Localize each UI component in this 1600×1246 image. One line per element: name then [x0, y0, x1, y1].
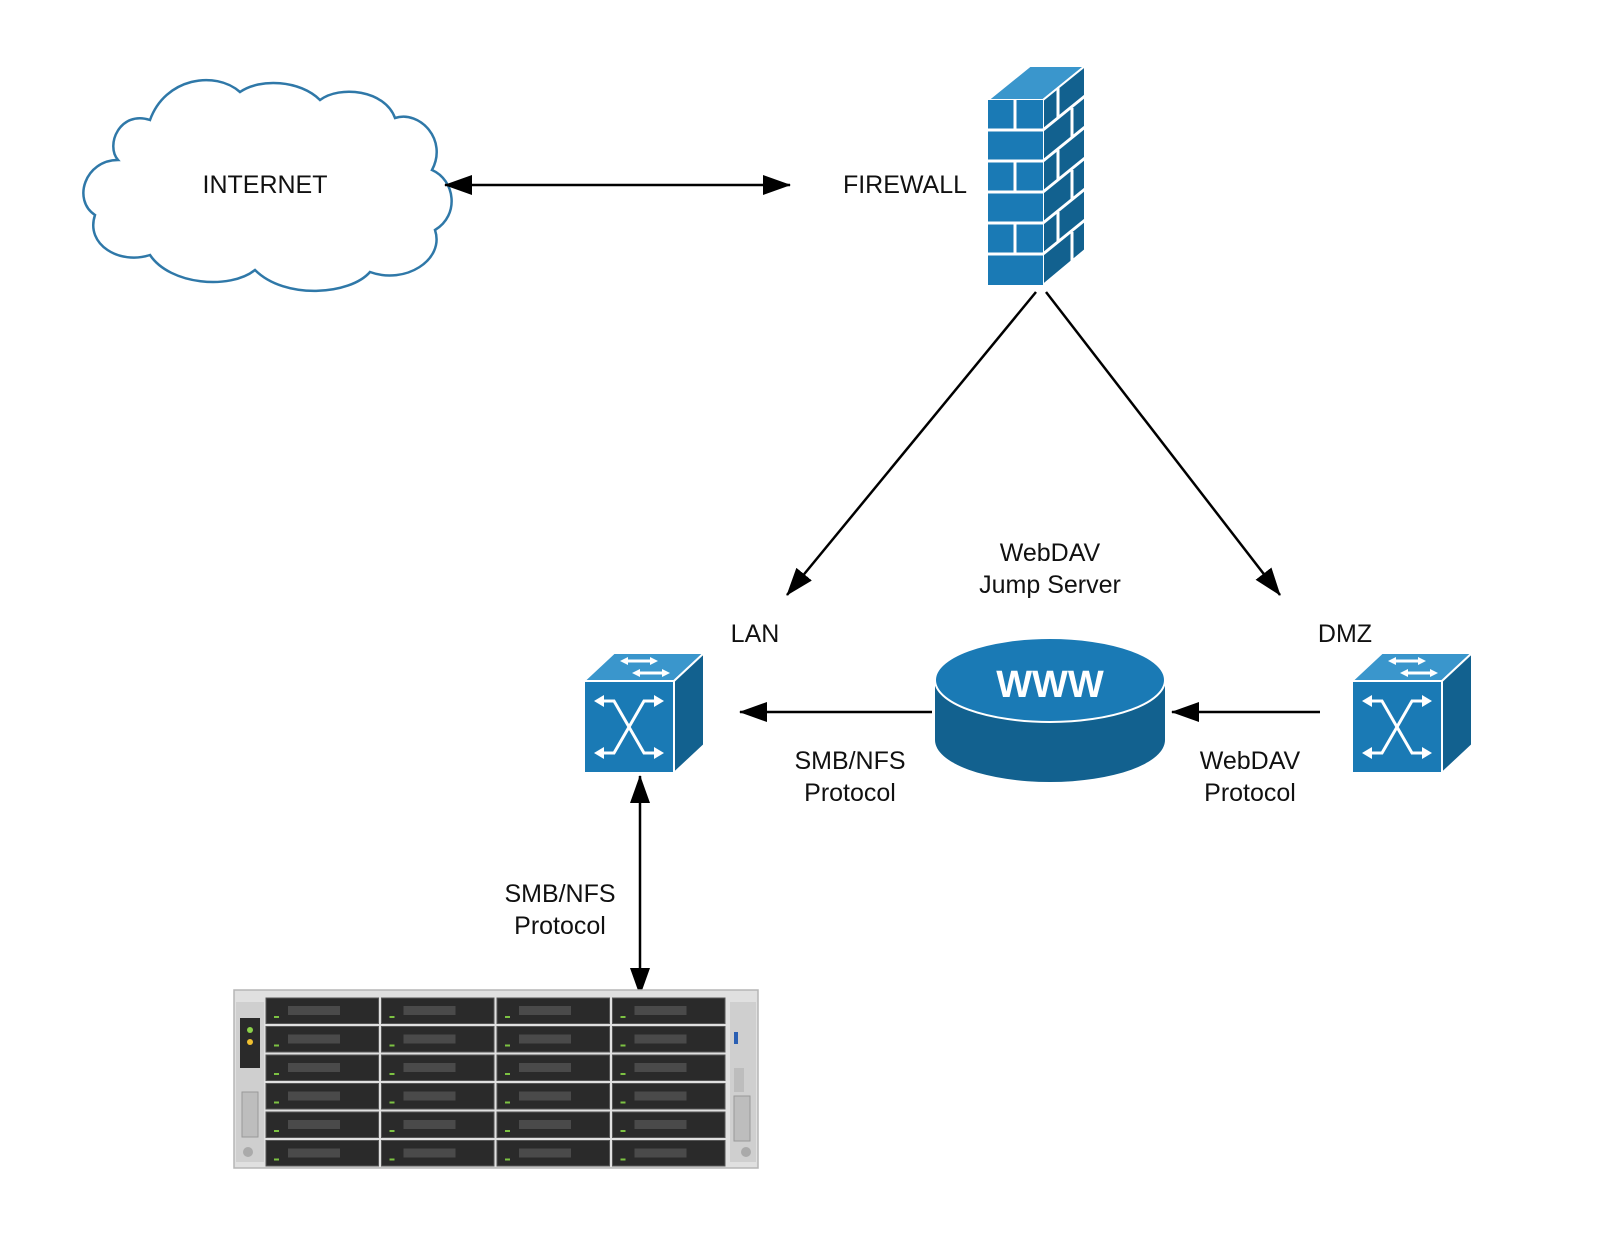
drive-bay-led — [389, 1044, 395, 1047]
storage-rack-icon — [233, 989, 759, 1169]
firewall-brick-icon — [985, 63, 1088, 288]
drive-bay-led — [505, 1101, 510, 1104]
drive-bay-led — [389, 1158, 395, 1161]
drive-bay-slot — [634, 1148, 687, 1158]
dmz-label: DMZ — [1317, 620, 1373, 648]
drive-bay-led — [505, 1044, 510, 1047]
drive-bay-led — [505, 1073, 510, 1075]
drive-bay-slot — [634, 1006, 687, 1015]
drive-bay — [496, 1083, 610, 1110]
drive-bay-led — [274, 1016, 279, 1018]
drive-bay-slot — [403, 1091, 456, 1101]
drive-bay-led — [274, 1044, 279, 1047]
drive-bay-led — [274, 1073, 279, 1075]
drive-bay-led — [620, 1130, 626, 1132]
drive-bay-slot — [519, 1120, 571, 1129]
drive-bay-led — [620, 1016, 626, 1018]
jump-server-label: WebDAV Jump Server — [960, 537, 1140, 601]
drive-bays — [265, 997, 726, 1167]
firewall-dmz-link — [1045, 291, 1281, 596]
drive-bay-led — [620, 1158, 626, 1161]
drive-bay-slot — [519, 1063, 571, 1072]
drive-bay-led — [620, 1044, 626, 1047]
drive-bay — [265, 1140, 379, 1167]
jump-lan-protocol-line2: Protocol — [804, 779, 896, 807]
drive-bay-slot — [288, 1091, 340, 1101]
drive-bay-led — [389, 1101, 395, 1104]
jump-server-label-line1: WebDAV — [999, 539, 1101, 567]
drive-bay-slot — [634, 1063, 687, 1072]
dmz-jump-protocol-label: WebDAV Protocol — [1170, 745, 1330, 809]
drive-bay-led — [505, 1158, 510, 1161]
drive-bay-slot — [634, 1034, 687, 1044]
drive-bay-led — [274, 1101, 279, 1104]
drive-bay-led — [274, 1130, 279, 1132]
drive-bay-slot — [288, 1120, 340, 1129]
firewall-lan-link — [786, 291, 1037, 596]
cloud-icon — [82, 78, 453, 293]
drive-bay-led — [620, 1101, 626, 1104]
lan-storage-protocol-line1: SMB/NFS — [504, 880, 616, 908]
lan-storage-protocol-label: SMB/NFS Protocol — [480, 878, 640, 942]
jump-lan-protocol-line1: SMB/NFS — [794, 747, 906, 775]
drive-bay-slot — [519, 1091, 571, 1101]
lan-storage-protocol-line2: Protocol — [514, 912, 606, 940]
drive-bay-slot — [403, 1006, 456, 1015]
jump-server-label-line2: Jump Server — [979, 571, 1121, 599]
drive-bay-slot — [519, 1006, 571, 1015]
firewall-label: FIREWALL — [842, 171, 968, 199]
www-server-text: WWW — [996, 664, 1104, 706]
drive-bay-led — [505, 1130, 510, 1132]
drive-bay-led — [274, 1158, 279, 1161]
drive-bay-led — [505, 1016, 510, 1018]
lan-label: LAN — [730, 620, 780, 648]
network-switch-icon — [1349, 650, 1475, 776]
drive-bay-slot — [288, 1063, 340, 1072]
drive-bay-led — [620, 1073, 626, 1075]
drive-bay-slot — [403, 1034, 456, 1044]
jump-lan-protocol-label: SMB/NFS Protocol — [770, 745, 930, 809]
drive-bay-led — [389, 1016, 395, 1018]
internet-label: INTERNET — [202, 171, 328, 199]
dmz-jump-protocol-line2: Protocol — [1204, 779, 1296, 807]
drive-bay-slot — [519, 1148, 571, 1158]
drive-bay-slot — [288, 1034, 340, 1044]
drive-bay-led — [389, 1130, 395, 1132]
drive-bay-led — [389, 1073, 395, 1075]
drive-bay-slot — [403, 1120, 456, 1129]
drive-bay-slot — [634, 1120, 687, 1129]
www-server-icon: WWW — [934, 637, 1166, 782]
drive-bay-slot — [403, 1148, 456, 1158]
drive-bay-slot — [403, 1063, 456, 1072]
drive-bay-slot — [634, 1091, 687, 1101]
network-switch-icon — [581, 650, 707, 776]
drive-bay-slot — [519, 1034, 571, 1044]
drive-bay-slot — [288, 1006, 340, 1015]
dmz-jump-protocol-line1: WebDAV — [1199, 747, 1301, 775]
drive-bay-slot — [288, 1148, 340, 1158]
